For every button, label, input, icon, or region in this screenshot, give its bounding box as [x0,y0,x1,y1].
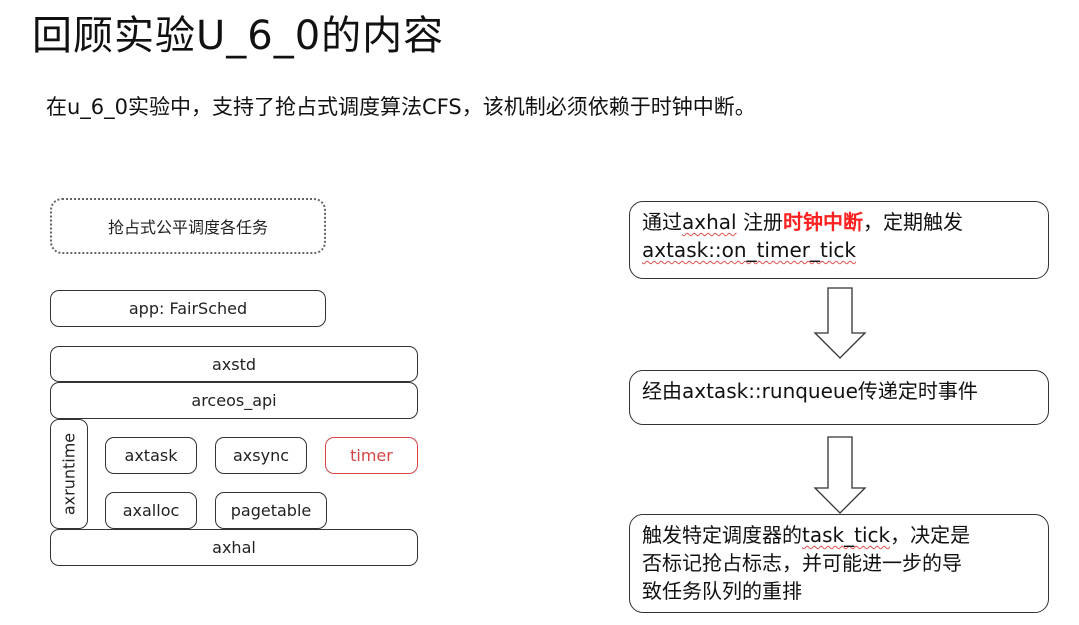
pagetable-box: pagetable [215,492,327,529]
step-1-box: 通过axhal 注册时钟中断，定期触发 axtask::on_timer_tic… [629,201,1049,279]
app-box: app: FairSched [50,290,326,327]
axtask-label: axtask [124,446,178,465]
step-2-box: 经由axtask::runqueue传递定时事件 [629,370,1049,425]
step-3-box: 触发特定调度器的task_tick，决定是 否标记抢占标志，并可能进一步的导 致… [629,514,1049,613]
page-title: 回顾实验U_6_0的内容 [32,13,445,59]
app-label: app: FairSched [128,299,248,318]
axruntime-box: axruntime [50,419,88,529]
step1-text-post: ，定期触发 [862,210,963,234]
note-label: 抢占式公平调度各任务 [107,218,268,237]
axtask-box: axtask [105,437,197,474]
step1-text-pre: 通过 [642,210,682,234]
step3-line-2: 否标记抢占标志，并可能进一步的导 [642,551,962,575]
step3-text-post: ，决定是 [890,523,971,547]
axhal-label: axhal [212,538,256,557]
timer-box: timer [325,437,418,474]
axstd-box: axstd [50,346,418,382]
axruntime-label: axruntime [59,432,79,516]
timer-label: timer [350,446,393,465]
step1-function: axtask::on_timer_tick [642,238,856,262]
axsync-label: axsync [232,446,289,465]
step3-function: task_tick [802,523,891,547]
axsync-box: axsync [215,437,307,474]
axstd-label: axstd [211,354,257,374]
down-arrow-1 [813,287,867,359]
step1-text-axhal: axhal [682,210,737,234]
page-subtitle: 在u_6_0实验中，支持了抢占式调度算法CFS，该机制必须依赖于时钟中断。 [46,95,756,119]
note-box: 抢占式公平调度各任务 [50,198,326,254]
pagetable-label: pagetable [230,501,312,520]
arceos-api-label: arceos_api [191,391,277,410]
down-arrow-2 [813,436,867,514]
axhal-box: axhal [50,529,418,566]
step1-text-mid: 注册 [736,210,783,234]
axalloc-box: axalloc [105,492,197,529]
step1-highlight: 时钟中断 [782,210,863,234]
axalloc-label: axalloc [122,501,180,520]
arceos-api-box: arceos_api [50,382,418,419]
step3-text-pre: 触发特定调度器的 [642,523,802,547]
step3-line-3: 致任务队列的重排 [642,579,802,603]
step2-text: 经由axtask::runqueue传递定时事件 [642,379,978,403]
